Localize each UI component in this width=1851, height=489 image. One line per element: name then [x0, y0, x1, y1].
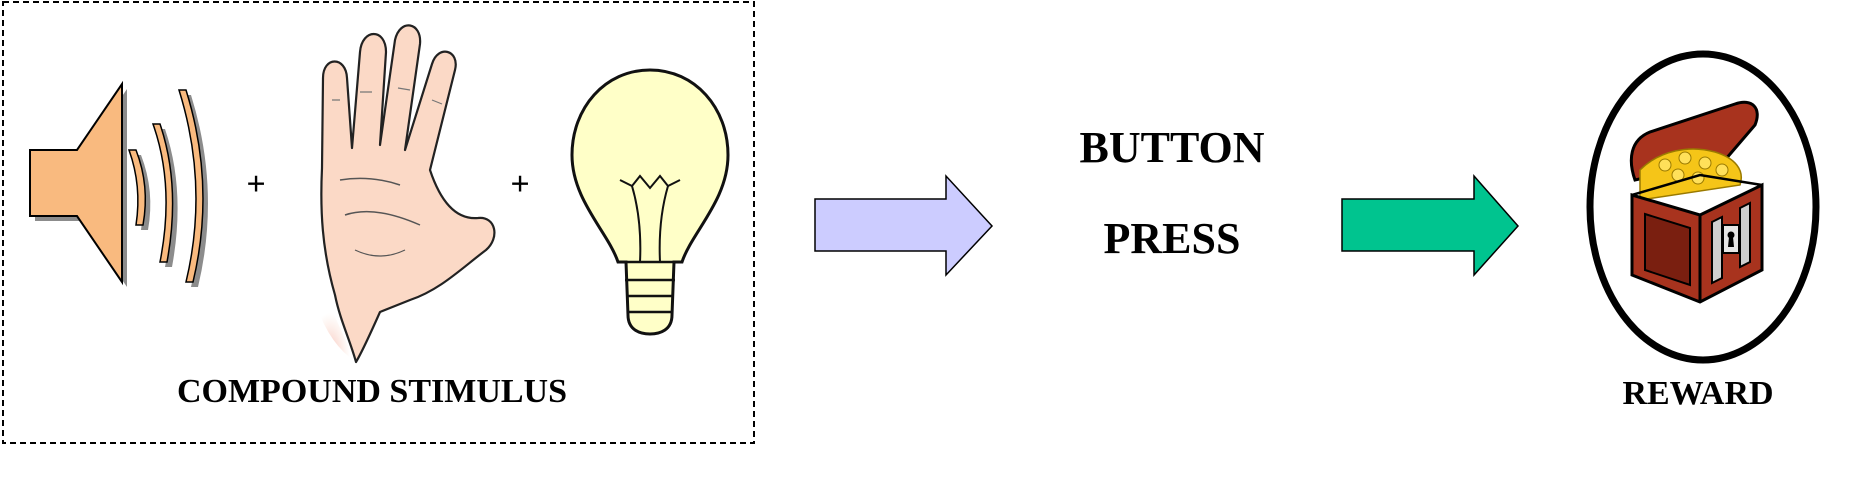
- arrow-2: [1341, 174, 1520, 277]
- light-bulb-icon: [570, 68, 730, 336]
- speaker-icon: [29, 80, 208, 287]
- reward-label: REWARD: [1622, 375, 1773, 412]
- compound-stimulus-label: COMPOUND STIMULUS: [177, 373, 567, 410]
- hand-icon: [316, 24, 496, 364]
- plus-sign-2: +: [510, 166, 529, 203]
- arrow-1: [814, 174, 994, 277]
- plus-sign-1: +: [246, 166, 265, 203]
- reward-ellipse: [1586, 50, 1820, 364]
- button-press-label-line-1: BUTTON: [1079, 123, 1264, 172]
- treasure-chest-icon: [1629, 100, 1764, 304]
- button-press-label-line-2: PRESS: [1104, 214, 1241, 263]
- compound-stimulus-frame: [2, 1, 755, 444]
